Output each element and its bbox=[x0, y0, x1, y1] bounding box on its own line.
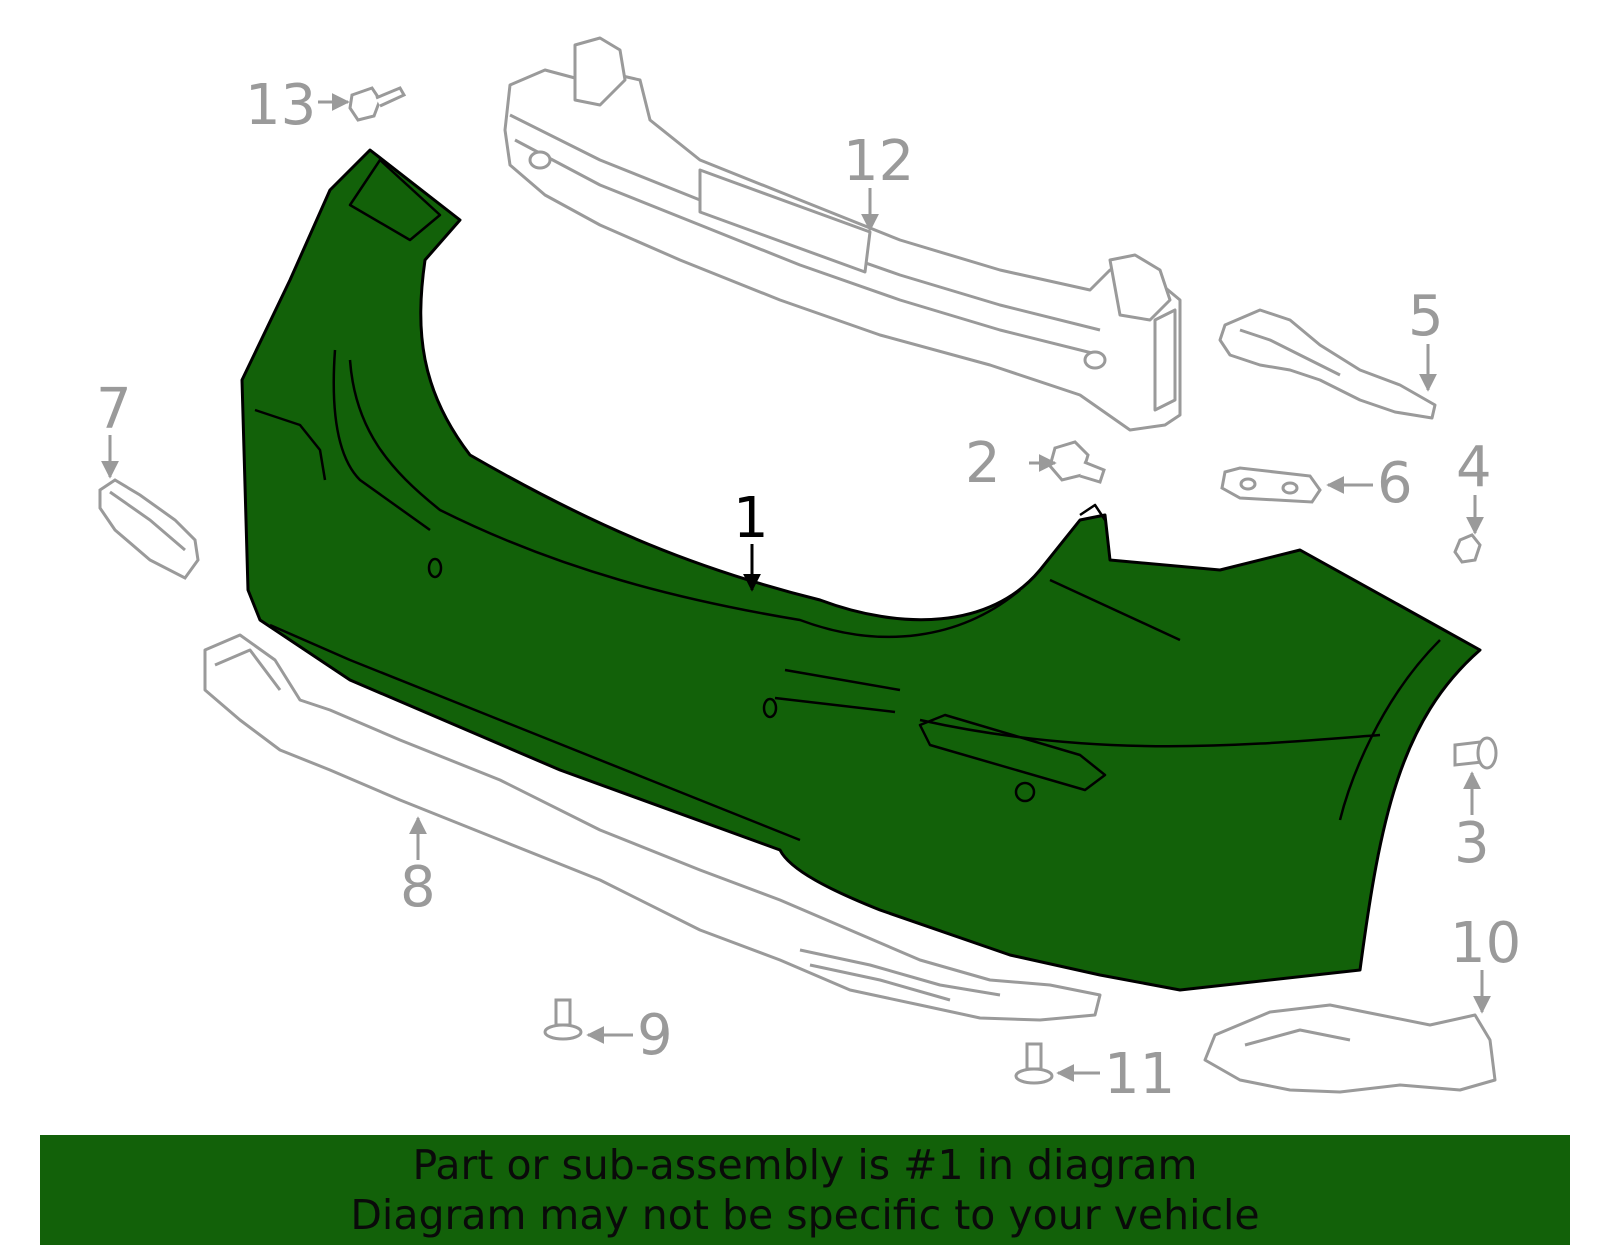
bolt-11-part bbox=[1014, 1042, 1054, 1085]
callout-1: 1 bbox=[733, 486, 769, 551]
screw-3-part bbox=[1453, 736, 1498, 770]
reflector-7-part bbox=[98, 478, 200, 580]
callout-4: 4 bbox=[1456, 435, 1492, 500]
banner-line-1: Part or sub-assembly is #1 in diagram bbox=[412, 1141, 1198, 1189]
info-banner: Part or sub-assembly is #1 in diagram Di… bbox=[40, 1135, 1570, 1245]
banner-line-2: Diagram may not be specific to your vehi… bbox=[350, 1191, 1260, 1239]
callout-8: 8 bbox=[400, 855, 436, 920]
bolt-13-part bbox=[348, 86, 407, 122]
clip-6-part bbox=[1220, 466, 1322, 504]
bumper-cover-part-1[interactable] bbox=[240, 148, 1482, 992]
clip-4-part bbox=[1453, 533, 1482, 564]
callout-13: 13 bbox=[245, 73, 316, 138]
bolt-9-part bbox=[543, 998, 583, 1041]
callout-10: 10 bbox=[1450, 911, 1521, 976]
callout-9: 9 bbox=[637, 1003, 673, 1068]
callout-12: 12 bbox=[843, 129, 914, 194]
lower-valance-8-part bbox=[203, 633, 1102, 1022]
callout-3: 3 bbox=[1454, 811, 1490, 876]
bolt-2-part bbox=[1048, 440, 1106, 484]
callout-leaders bbox=[101, 93, 1491, 1082]
callout-11: 11 bbox=[1104, 1042, 1175, 1107]
callout-5: 5 bbox=[1408, 284, 1444, 349]
reinforcement-beam-part bbox=[503, 36, 1182, 432]
callout-6: 6 bbox=[1377, 451, 1413, 516]
callout-2: 2 bbox=[965, 431, 1001, 496]
side-bracket-10-part bbox=[1203, 1003, 1497, 1094]
bracket-5-part bbox=[1218, 308, 1437, 420]
callout-7: 7 bbox=[96, 377, 132, 442]
